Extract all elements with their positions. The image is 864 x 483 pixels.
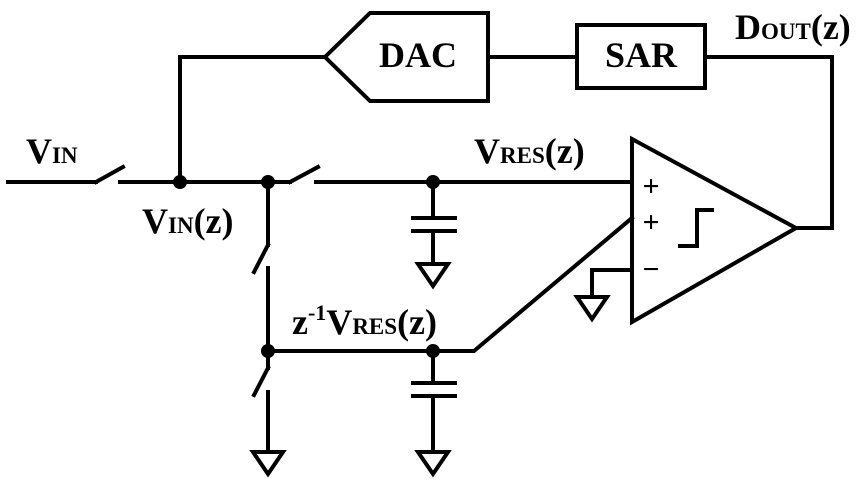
input-wires (6, 164, 634, 185)
step-icon (678, 208, 714, 248)
label-dout-z: DOUT(z) (735, 7, 851, 47)
comparator-input-plus-2: + (642, 206, 659, 239)
ground-icon (573, 295, 611, 323)
series-switch (287, 164, 321, 185)
ground-icon (414, 262, 452, 290)
input-switch (93, 164, 126, 185)
delayed-residue-wire (266, 215, 635, 353)
sar-block: SAR (575, 23, 707, 90)
label-vin-z: VIN(z) (142, 201, 234, 241)
ground-icon (414, 450, 452, 478)
label-zinv-vres-z: z-1VRES(z) (292, 300, 437, 342)
feedback-wires (178, 55, 834, 230)
comparator-input-minus: − (642, 253, 659, 286)
junction-dot (426, 175, 440, 189)
junction-dot (173, 175, 187, 189)
label-vres-z: VRES(z) (474, 131, 585, 171)
dac-block: DAC (322, 11, 490, 103)
junction-dot (426, 344, 440, 358)
ground-icon (249, 450, 287, 478)
capacitor-vres (411, 180, 457, 290)
capacitor-zinv-vres (411, 349, 457, 478)
sar-label: SAR (605, 35, 678, 75)
junction-dot (261, 344, 275, 358)
shunt-branch (249, 180, 287, 478)
comparator-input-plus-1: + (642, 170, 659, 203)
comparator: + + − (573, 135, 801, 326)
shunt-switch-lower (251, 365, 271, 398)
dac-label: DAC (379, 35, 457, 75)
label-vin: VIN (26, 131, 78, 171)
junction-dot (261, 175, 275, 189)
shunt-switch-upper (251, 242, 271, 275)
